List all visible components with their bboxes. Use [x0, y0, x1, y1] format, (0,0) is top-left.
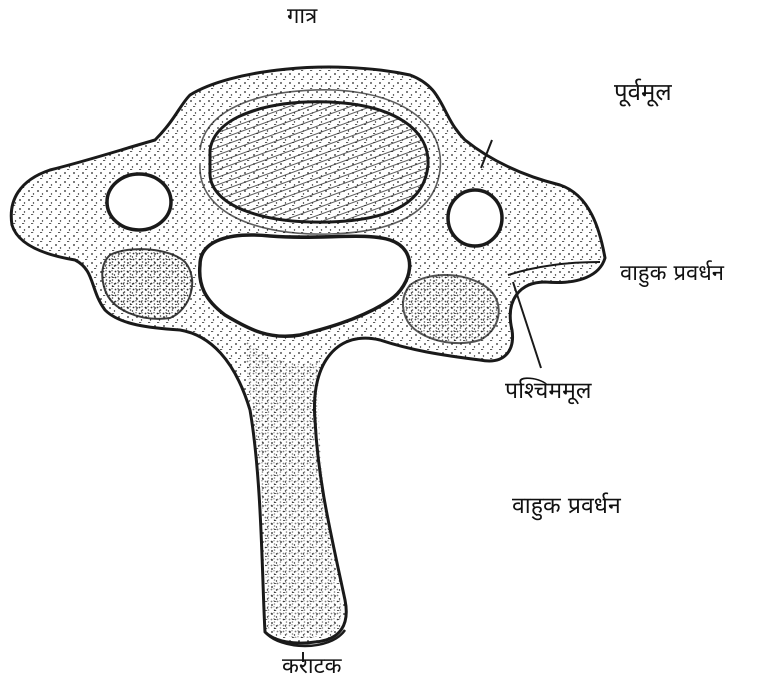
label-body: गात्र [287, 6, 317, 28]
vertebral-body [210, 102, 428, 222]
label-spinous-process: कराटक [282, 656, 342, 678]
label-transverse-process-1: वाहुक प्रवर्धन [620, 263, 724, 285]
leader-line-posterior-root [513, 282, 541, 368]
label-anterior-root: पूर्वमूल [614, 80, 672, 104]
label-posterior-root: पश्चिममूल [505, 380, 592, 403]
label-transverse-process-2: वाहुक प्रवर्धन [512, 495, 621, 518]
right-transverse-foramen [448, 190, 502, 246]
left-transverse-foramen [107, 174, 171, 230]
